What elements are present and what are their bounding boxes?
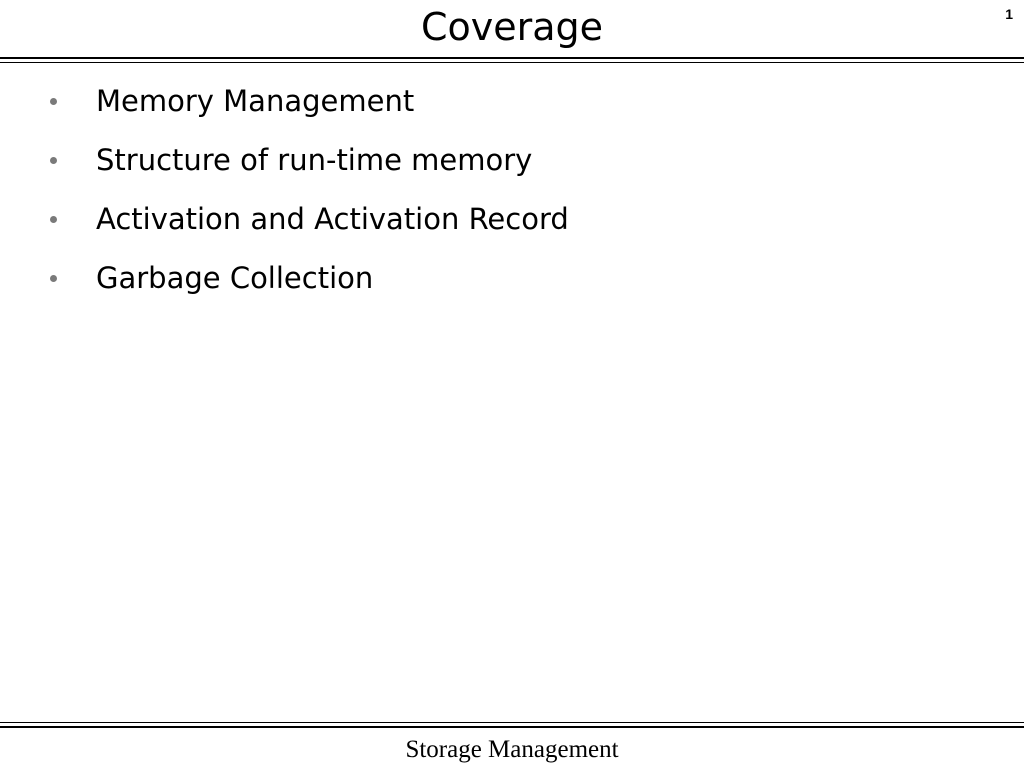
page-number: 1 [1005, 6, 1013, 22]
bullet-text: Garbage Collection [96, 261, 374, 295]
bullet-dot-icon [50, 98, 57, 105]
bullet-dot-icon [50, 275, 57, 282]
header-rule-top [0, 57, 1024, 59]
footer-rule-top [0, 722, 1024, 723]
bullet-item: Memory Management [0, 81, 569, 140]
bullet-dot-icon [50, 216, 57, 223]
bullet-item: Activation and Activation Record [0, 199, 569, 258]
bullet-dot-icon [50, 157, 57, 164]
bullet-text: Memory Management [96, 84, 415, 118]
footer-text: Storage Management [405, 736, 619, 763]
bullet-item: Garbage Collection [0, 258, 569, 317]
footer-rule-bottom [0, 726, 1024, 728]
bullet-item: Structure of run-time memory [0, 140, 569, 199]
bullet-text: Activation and Activation Record [96, 202, 569, 236]
slide-title: Coverage [420, 5, 604, 49]
bullet-list: Memory Management Structure of run-time … [0, 81, 569, 317]
header-rule-bottom [0, 62, 1024, 63]
bullet-text: Structure of run-time memory [96, 143, 533, 177]
